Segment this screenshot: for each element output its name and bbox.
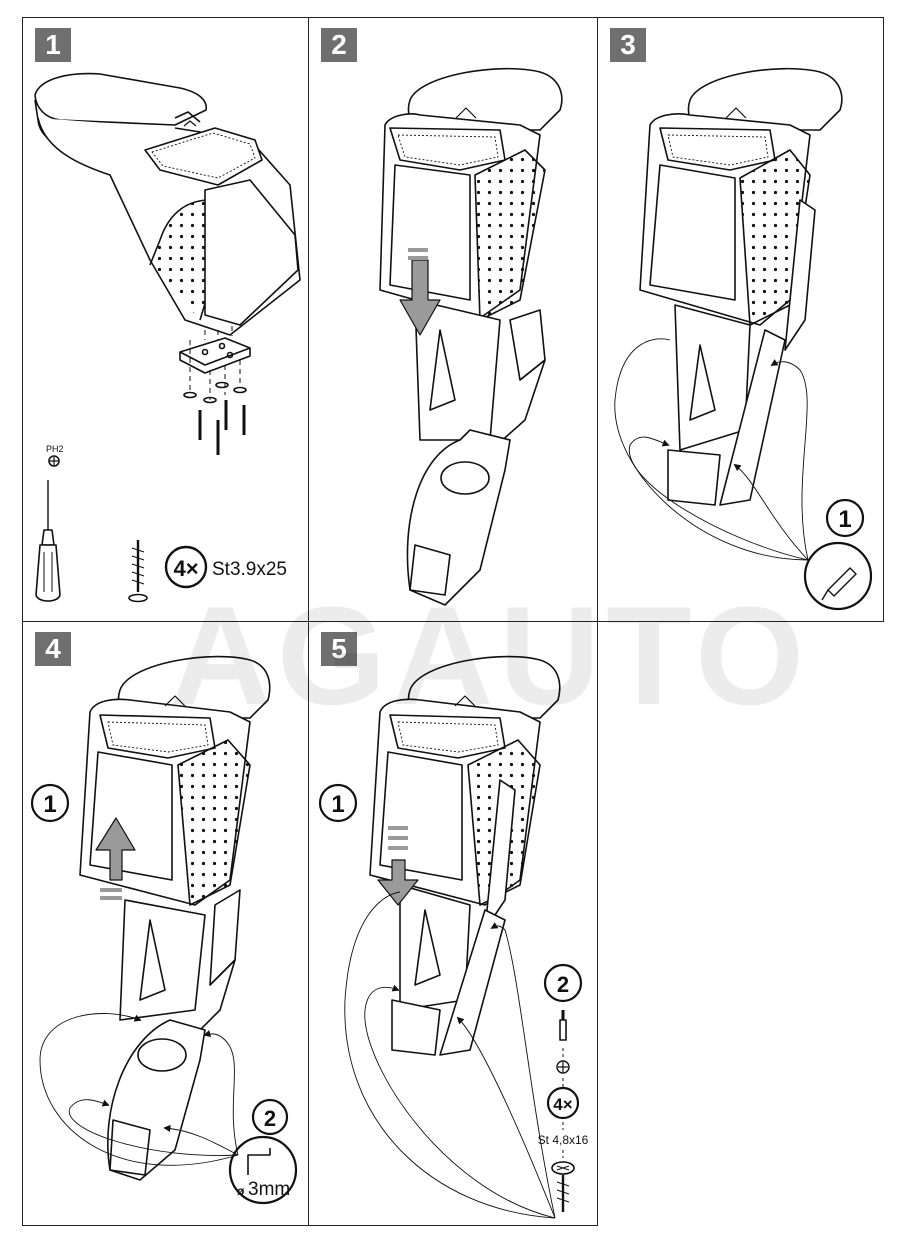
armrest-illustration: [34, 72, 301, 603]
armrest-illustration: [30, 655, 298, 1205]
step-number-badge: 4: [35, 632, 71, 666]
step-number-badge: 2: [321, 28, 357, 62]
callout-1: 1: [331, 791, 344, 818]
armrest-illustration: [318, 655, 583, 1219]
hole-size-label: 3mm: [248, 1179, 290, 1200]
screw-count-label: 4×: [553, 1095, 572, 1114]
step-number-badge: 5: [321, 632, 357, 666]
driver-type-label: PH2: [46, 444, 64, 454]
armrest-illustration: [379, 67, 563, 606]
screw-spec-label: St 4,8x16: [538, 1133, 589, 1147]
callout-2: 2: [264, 1106, 276, 1131]
armrest-illustration: [614, 67, 873, 611]
callout-2: 2: [557, 972, 569, 997]
step-number-badge: 1: [35, 28, 71, 62]
callout-1: 1: [43, 791, 56, 818]
hole-diameter-symbol: ø: [237, 1184, 245, 1198]
step-number-badge: 3: [610, 28, 646, 62]
callout-1: 1: [838, 506, 851, 533]
screw-spec-label: St3.9x25: [212, 559, 287, 580]
screw-count-label: 4×: [173, 556, 198, 581]
